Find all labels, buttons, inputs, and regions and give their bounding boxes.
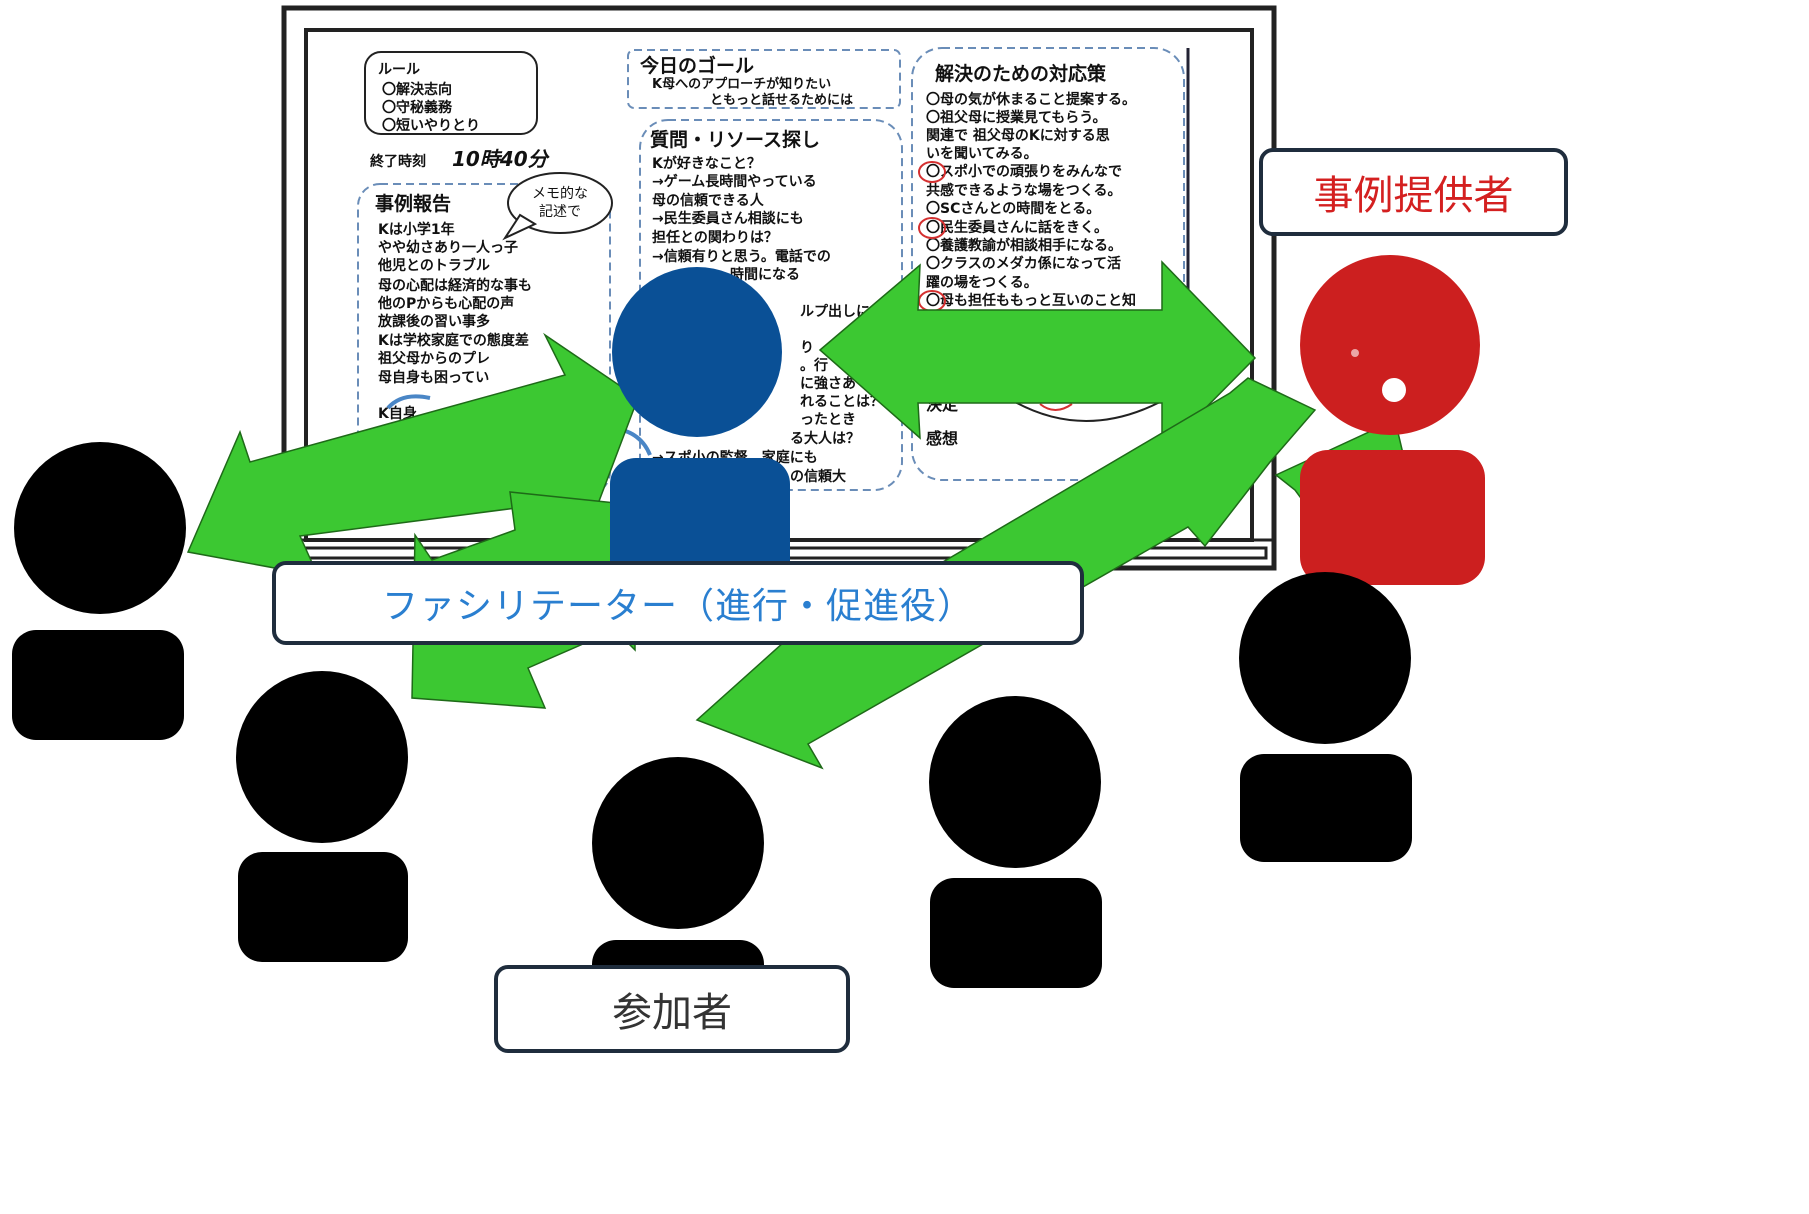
- red-circle-mark: [1039, 403, 1073, 411]
- rules-item-2: 〇守秘義務: [382, 99, 453, 116]
- curved-arrow: [386, 394, 431, 410]
- case-line: 祖父母からのプレ: [377, 350, 490, 367]
- question-line: →ゲーム長時間やっている: [652, 173, 817, 190]
- participant-figure: [929, 696, 1102, 988]
- red-circle-mark: [918, 161, 946, 183]
- participant-body: [12, 630, 184, 740]
- memo-speech-bubble: [507, 172, 613, 234]
- red-circle-mark: [918, 217, 946, 239]
- question-line: →民生委員さん相談にも: [652, 210, 804, 227]
- question-line: る大人は？: [790, 430, 860, 447]
- participants-label-box: 参加者: [494, 965, 850, 1053]
- case-line: K自身: [378, 405, 417, 422]
- goal-line-1: K母へのアプローチが知りたい: [652, 76, 831, 92]
- participant-head: [14, 442, 186, 614]
- solutions-panel: [911, 47, 1185, 481]
- provider-label: 事例提供者: [1313, 173, 1514, 219]
- goal-line-2: ともっと話せるためには: [710, 92, 853, 108]
- question-line: れることは？: [800, 394, 884, 410]
- solution-line: 〇母も担任ももっと互いのこと知: [926, 292, 1136, 309]
- case-line: やや幼さあり一人っ子: [378, 239, 518, 256]
- double-arrow-facilitator-provider: [818, 260, 1257, 454]
- bubble-line-1: メモ的な: [532, 186, 588, 202]
- question-line: Kが好きなこと？: [652, 155, 761, 172]
- case-report-title: 事例報告: [375, 192, 451, 215]
- case-line: 放課後の習い事多: [377, 313, 490, 330]
- solution-line: いを聞いてみる。: [926, 146, 1038, 162]
- provider-body: [1300, 450, 1485, 585]
- question-line: ったとき: [800, 412, 856, 428]
- question-line: 担任との関わりは？: [652, 229, 778, 246]
- solution-line: 関連で 祖父母のKに対する思: [926, 127, 1110, 144]
- rules-item-3: 〇短いやりとり: [382, 117, 480, 134]
- solution-line: 〇スポ小での頑張りをみんなで: [926, 163, 1122, 180]
- end-time-label: 終了時刻: [370, 153, 426, 170]
- rules-box: [364, 51, 538, 135]
- provider-head-mark: [1382, 378, 1406, 402]
- participant-figure: [12, 442, 186, 740]
- goal-title: 今日のゴール: [639, 54, 754, 77]
- provider-label-box: 事例提供者: [1259, 148, 1568, 236]
- solution-line: 〇母の気が休まること提案する。: [926, 91, 1136, 108]
- solution-line: 〇養護教諭が相談相手になる。: [926, 237, 1122, 254]
- rules-item-1: 〇解決志向: [382, 81, 452, 98]
- rules-title: ルール: [378, 62, 420, 78]
- participant-body: [238, 852, 408, 962]
- goal-panel: [627, 49, 901, 109]
- case-line: Kは学校家庭での態度差: [378, 332, 529, 349]
- question-line: の信頼大: [790, 468, 846, 485]
- question-line: 時間になる: [730, 266, 800, 283]
- solution-line: 〇祖父母に授業見てもらう。: [926, 109, 1106, 126]
- solution-line: 躍の場をつくる。: [926, 274, 1038, 291]
- provider-figure: [1300, 255, 1485, 585]
- provider-head-mark: [1351, 349, 1359, 357]
- bubble-line-2: 記述で: [539, 203, 581, 220]
- participant-head: [1239, 572, 1411, 744]
- facilitator-label-box: ファシリテーター（進行・促進役）: [272, 561, 1084, 645]
- participant-body: [1240, 754, 1412, 862]
- question-line: →信頼有りと思う。電話での: [652, 248, 831, 265]
- questions-title: 質問・リソース探し: [650, 128, 820, 151]
- question-line: り: [800, 340, 814, 356]
- participant-figure: [236, 671, 408, 962]
- case-line: Kは小学1年: [378, 221, 455, 238]
- participant-figure: [1239, 572, 1412, 862]
- participant-head: [592, 757, 764, 929]
- case-line: 他児とのトラブル: [377, 257, 490, 274]
- question-line: に強さあ: [800, 375, 856, 392]
- end-time-value: 10時40分: [452, 147, 551, 171]
- case-report-panel: [357, 183, 611, 495]
- provider-head: [1300, 255, 1480, 435]
- question-line: 母の信頼できる人: [652, 192, 765, 209]
- case-line: 他のPからも心配の声: [377, 295, 514, 312]
- solution-line: 共感できるような場をつくる。: [926, 182, 1121, 199]
- impressions-label: 感想: [926, 429, 958, 448]
- participant-head: [236, 671, 408, 843]
- solutions-title: 解決のための対応策: [935, 62, 1107, 85]
- participant-head: [929, 696, 1101, 868]
- decision-ellipse: [1014, 401, 1161, 422]
- solution-line: 〇クラスのメダカ係になって活: [926, 255, 1121, 272]
- facilitator-head: [612, 267, 782, 437]
- question-line: 。行: [800, 357, 828, 374]
- case-line: 母自身も困ってい: [378, 369, 489, 386]
- participant-body: [930, 878, 1102, 988]
- case-line: 母の心配は経済的な事も: [378, 277, 532, 294]
- speech-bubble-tail: [502, 213, 538, 241]
- facilitator-label: ファシリテーター（進行・促進役）: [381, 586, 974, 627]
- question-line: ルプ出しに: [800, 303, 870, 320]
- solution-line: 〇民生委員さんに話をきく。: [926, 219, 1108, 236]
- solution-line: 〇SCさんとの時間をとる。: [926, 200, 1100, 217]
- participants-label: 参加者: [612, 990, 732, 1036]
